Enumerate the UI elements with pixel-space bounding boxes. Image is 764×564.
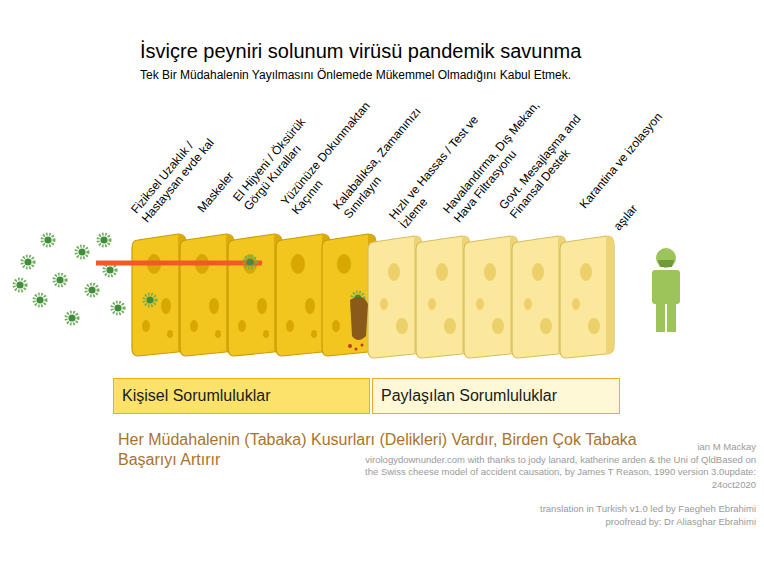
virus: [98, 234, 110, 246]
credit-note: translation in Turkish v1.0 led by Faegh…: [356, 503, 756, 515]
virus: [76, 246, 88, 258]
person-mask: [658, 260, 674, 267]
responsibility-band: Kişisel Sorumluluklar: [113, 378, 370, 414]
credit-note: virologydownunder.com with thanks to jod…: [351, 454, 756, 491]
responsibility-band: Paylaşılan Sorumluluklar: [372, 378, 620, 414]
virus: [244, 256, 256, 268]
protected-person: [652, 248, 680, 332]
virus-cloud: [14, 234, 124, 324]
virus: [42, 234, 54, 246]
cheese-slice: [560, 236, 614, 358]
virus: [144, 294, 156, 306]
cheese-slice: [228, 234, 282, 356]
splatter-dot: [355, 348, 358, 351]
person-leg: [667, 304, 676, 332]
cheese-slice: [416, 236, 470, 358]
virus-path-arrow: [96, 261, 262, 266]
virus: [34, 294, 46, 306]
cheese-slice: [464, 236, 518, 358]
diagram-caption: Her Müdahalenin (Tabaka) Kusurları (Deli…: [118, 430, 678, 470]
virus: [14, 279, 26, 291]
splatter-dot: [361, 344, 364, 347]
layer-label: Karantina ve izolasyon: [577, 87, 685, 212]
band-label: Paylaşılan Sorumluluklar: [381, 387, 557, 405]
splatter-dot: [348, 344, 352, 348]
virus: [22, 256, 34, 268]
virus: [86, 284, 98, 296]
person-leg: [656, 304, 665, 332]
credit-note: proofread by: Dr Aliasghar Ebrahimi: [356, 516, 756, 528]
cheese-slice: [132, 234, 186, 356]
cheese-slice: [368, 236, 422, 358]
cheese-slice: [180, 234, 234, 356]
person-body: [652, 270, 680, 304]
layer-label: Fiziksel Uzaklık / Hastaysan evde kal: [129, 118, 226, 226]
cheese-slice: [512, 236, 566, 358]
virus: [66, 312, 78, 324]
virus: [112, 302, 124, 314]
diagram-title: İsviçre peyniri solunum virüsü pandemik …: [140, 40, 581, 63]
virus: [104, 264, 116, 276]
subtitle: Tek Bir Müdahalenin Yayılmasını Önlemede…: [140, 68, 571, 82]
layer-label: aşılar: [611, 179, 660, 234]
virus: [54, 274, 66, 286]
band-label: Kişisel Sorumluluklar: [122, 387, 271, 405]
blocked-virus-splat: [350, 297, 368, 340]
person-head: [656, 248, 676, 268]
